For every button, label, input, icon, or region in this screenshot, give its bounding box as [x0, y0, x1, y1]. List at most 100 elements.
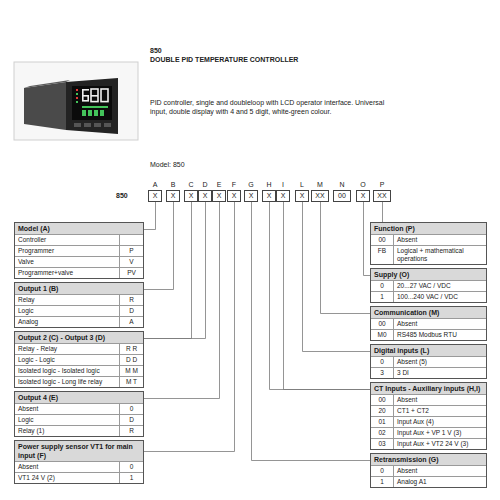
option-row: Absent0 [15, 461, 143, 472]
option-code: D [119, 306, 143, 316]
subtitle: DOUBLE PID TEMPERATURE CONTROLLER [150, 55, 390, 64]
option-row: Absent0 [15, 403, 143, 414]
code-value: X [244, 190, 258, 202]
option-row: 01Input Aux (4) [371, 416, 486, 427]
option-name: Programmer [15, 246, 119, 256]
position-letter: I [282, 180, 284, 190]
code-value: X [148, 190, 162, 202]
option-code: 01 [371, 417, 393, 427]
option-name: Input Aux + VP 1 V (3) [393, 428, 486, 438]
position-letter: F [232, 180, 236, 190]
leader-line [144, 202, 192, 339]
option-name: Relay - Relay [15, 344, 119, 354]
option-table: Output 1 (B)RelayRLogicDAnalogA [14, 282, 144, 328]
option-name: Input Aux (4) [393, 417, 486, 427]
leader-line [270, 202, 371, 390]
option-name: Isolated logic - Long life relay [15, 377, 119, 387]
option-row: VT1 24 V (2)1 [15, 472, 143, 483]
option-name: Logical + mathematical operations [393, 246, 486, 264]
description: PID controller, single and doubleloop wi… [150, 98, 400, 116]
leader-line [321, 202, 371, 314]
option-row: 03Input Aux + VT2 24 V (3) [371, 438, 486, 449]
position-letter: N [339, 180, 344, 190]
option-row: LogicD [15, 414, 143, 425]
code-box: PXX [373, 180, 391, 202]
leader-line [382, 202, 383, 222]
code-value: X [198, 190, 212, 202]
option-code: 00 [371, 319, 393, 329]
table-heading: Retransmission (G) [371, 454, 486, 465]
code-value: X [262, 190, 276, 202]
position-letter: G [248, 180, 253, 190]
code-box: FX [227, 180, 241, 202]
option-table: Model (A)ControllerProgrammerPValveVProg… [14, 222, 144, 279]
code-box: AX [148, 180, 162, 202]
leader-line [303, 202, 371, 352]
option-table: Function (P)00AbsentFBLogical + mathemat… [370, 222, 487, 265]
option-name: 100...240 VAC / VDC [393, 292, 486, 302]
position-letter: L [300, 180, 304, 190]
table-heading: Model (A) [15, 223, 143, 234]
leader-line [144, 202, 206, 339]
connector-layer [144, 202, 383, 461]
code-value: XX [373, 190, 391, 202]
code-prefix: 850 [116, 191, 146, 200]
code-value: X [276, 190, 290, 202]
option-name: 3 DI [393, 368, 486, 378]
option-table: Power supply sensor VT1 for main input (… [14, 440, 144, 484]
code-value: X [295, 190, 309, 202]
option-code: 3 [371, 368, 393, 378]
code-box: MXX [311, 180, 329, 202]
option-row: FBLogical + mathematical operations [371, 245, 486, 264]
option-name: Relay (1) [15, 426, 119, 436]
leader-line [144, 202, 220, 399]
option-code: D [119, 415, 143, 425]
code-box: GX [244, 180, 258, 202]
option-code: M0 [371, 330, 393, 340]
position-letter: D [202, 180, 207, 190]
option-name: Controller [15, 235, 119, 245]
option-code: M M [119, 366, 143, 376]
option-code: R [119, 295, 143, 305]
option-name: Input Aux + VT2 24 V (3) [393, 439, 486, 449]
option-code: 1 [371, 477, 393, 487]
table-heading: Communication (M) [371, 307, 486, 318]
option-code: 1 [119, 473, 143, 483]
option-code: R R [119, 344, 143, 354]
code-value: 00 [333, 190, 351, 202]
option-table: Output 2 (C) - Output 3 (D)Relay - Relay… [14, 331, 144, 388]
option-code: M T [119, 377, 143, 387]
position-letter: A [153, 180, 158, 190]
leader-line [144, 202, 174, 290]
code-value: X [166, 190, 180, 202]
option-code: 0 [371, 357, 393, 367]
code-box: LX [295, 180, 309, 202]
position-letter: E [217, 180, 222, 190]
code-box: OX [356, 180, 370, 202]
option-name: Absent [393, 466, 486, 476]
controller-photo [14, 62, 138, 140]
option-name: Absent (5) [393, 357, 486, 367]
option-name: Relay [15, 295, 119, 305]
option-name: RS485 Modbus RTU [393, 330, 486, 340]
option-row: Programmer+valvePV [15, 267, 143, 278]
option-row: Isolated logic - Long life relayM T [15, 376, 143, 387]
option-name: Absent [15, 462, 119, 472]
option-table: Retransmission (G)0Absent1Analog A1 [370, 453, 487, 488]
option-row: ValveV [15, 256, 143, 267]
code-box: DX [198, 180, 212, 202]
option-code: 0 [371, 466, 393, 476]
option-row: 1Analog A1 [371, 476, 486, 487]
option-code: 0 [371, 281, 393, 291]
table-heading: Output 1 (B) [15, 283, 143, 294]
option-code: PV [119, 268, 143, 278]
position-letter: B [171, 180, 176, 190]
option-name: Logic - Logic [15, 355, 119, 365]
position-letter: O [360, 180, 365, 190]
code-box: IX [276, 180, 290, 202]
option-code: 02 [371, 428, 393, 438]
option-row: 020...27 VAC / VDC [371, 280, 486, 291]
option-row: 0Absent (5) [371, 356, 486, 367]
position-letter: P [380, 180, 385, 190]
